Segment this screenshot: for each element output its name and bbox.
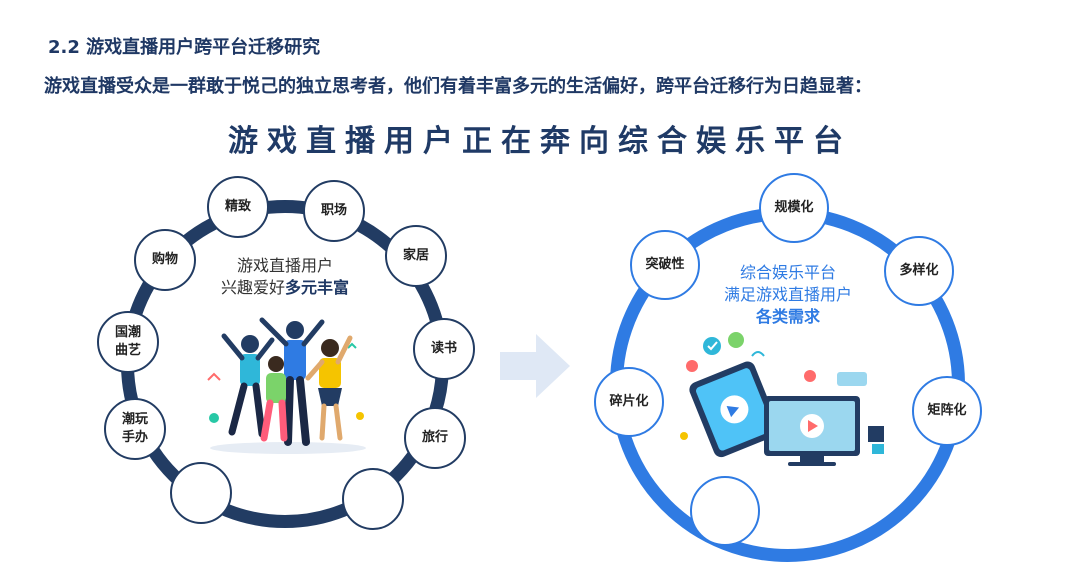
bubble-dushu: 读书 — [413, 318, 475, 380]
bubble-gouwu: 购物 — [134, 229, 196, 291]
bubble-tupoxing: 突破性 — [630, 230, 700, 300]
bubble-jingzhi: 精致 — [207, 176, 269, 238]
section-title: 2.2 游戏直播用户跨平台迁移研究 — [48, 37, 321, 58]
media-platform-illustration — [680, 332, 884, 466]
bubble-chaowan-shouban: 潮玩手办 — [104, 398, 166, 460]
transition-arrow-icon — [500, 334, 570, 398]
bubble-juzhenhua: 矩阵化 — [912, 376, 982, 446]
right-center-text: 综合娱乐平台 满足游戏直播用户 各类需求 — [723, 263, 852, 326]
headline: 游戏直播用户正在奔向综合娱乐平台 — [228, 124, 852, 159]
bubble-partial-bottom-right — [342, 468, 404, 530]
bubble-guimohua: 规模化 — [759, 173, 829, 243]
cheering-people-illustration — [207, 317, 366, 454]
bubble-zhichang: 职场 — [303, 180, 365, 242]
bubble-suipianhua: 碎片化 — [594, 367, 664, 437]
bubble-guochao-quyi: 国潮曲艺 — [97, 311, 159, 373]
bubble-jiaju: 家居 — [385, 225, 447, 287]
bubble-lvxing: 旅行 — [404, 407, 466, 469]
intro-text: 游戏直播受众是一群敢于悦己的独立思考者，他们有着丰富多元的生活偏好，跨平台迁移行… — [44, 76, 872, 97]
bubble-duoyanghua: 多样化 — [884, 236, 954, 306]
bubble-partial-bottom — [690, 476, 760, 546]
bubble-partial-bottom-left — [170, 462, 232, 524]
left-center-text: 游戏直播用户 兴趣爱好多元丰富 — [220, 256, 350, 297]
